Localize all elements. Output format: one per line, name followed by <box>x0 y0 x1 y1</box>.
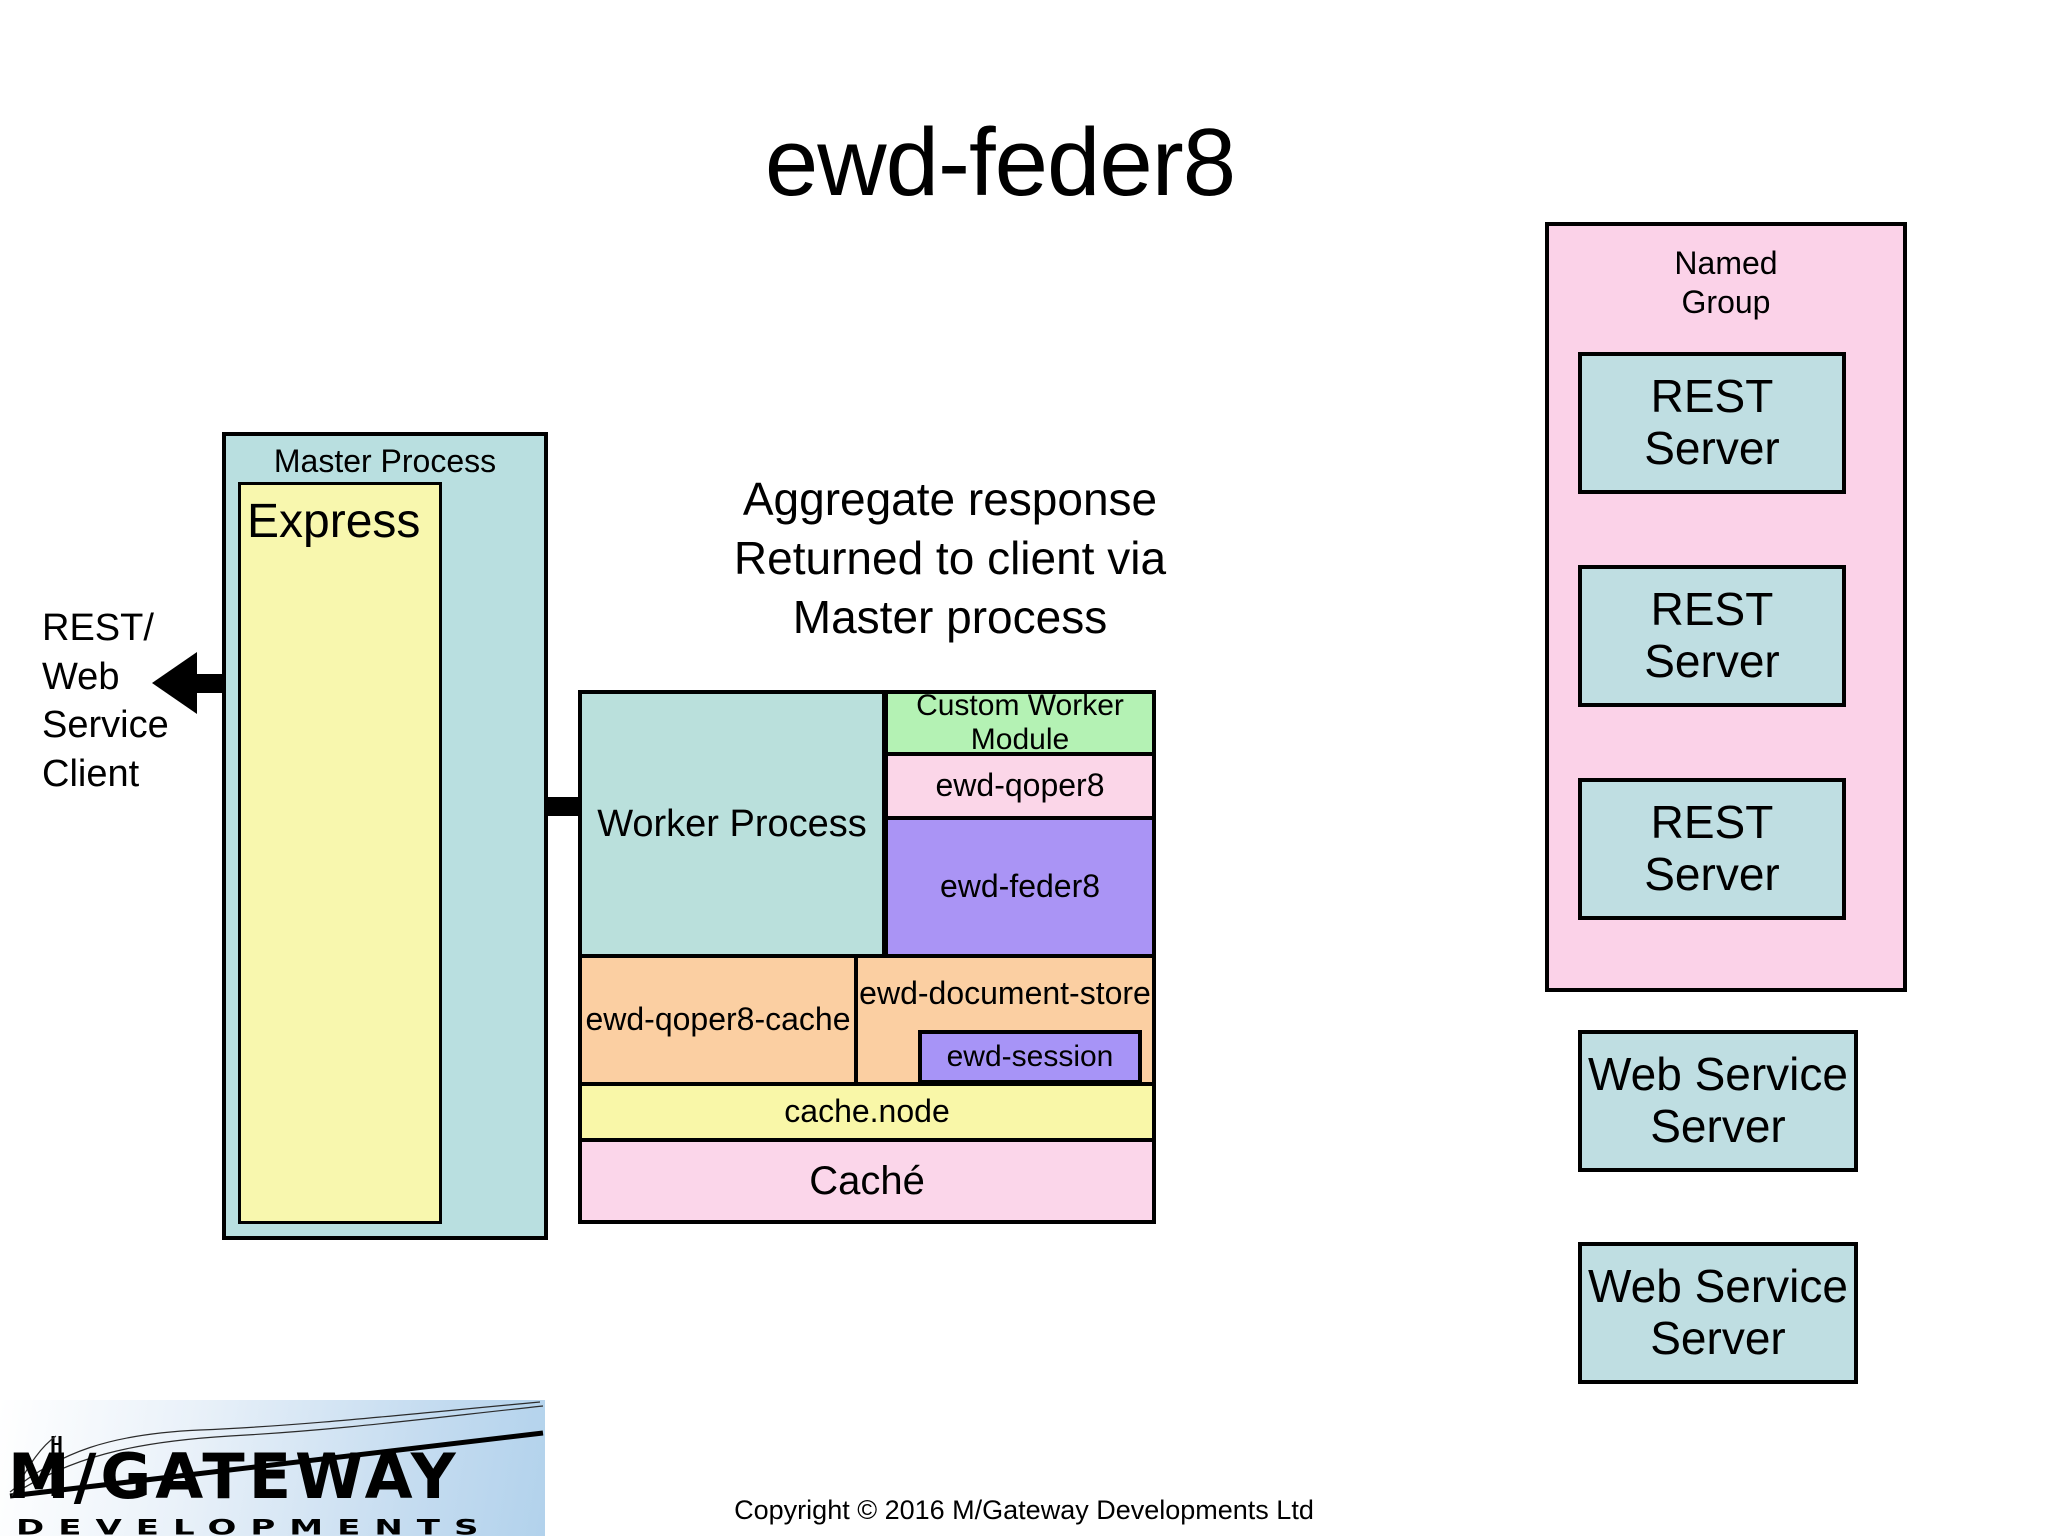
page-title: ewd-feder8 <box>764 109 1236 216</box>
logo-subtitle: DEVELOPMENTS <box>16 1515 493 1536</box>
rest-server-box: REST Server <box>1578 778 1846 920</box>
copyright-text: Copyright © 2016 M/Gateway Developments … <box>734 1495 1314 1525</box>
named-group-label: Named Group <box>1674 245 1778 321</box>
logo-background <box>0 1400 545 1536</box>
ewd-feder8-box: ewd-feder8 <box>884 816 1156 958</box>
master-process-label: Master Process <box>273 443 497 479</box>
express-label: Express <box>247 495 421 548</box>
express-box: Express <box>238 482 442 1224</box>
custom-worker-module-box: Custom Worker Module <box>884 689 1156 756</box>
mgateway-logo: M/GATEWAY DEVELOPMENTS <box>0 1400 545 1536</box>
worker-process-stack: Worker Process Custom Worker Module ewd-… <box>578 689 1156 1224</box>
ewd-session-box: ewd-session <box>918 1030 1142 1084</box>
cache-box: Caché <box>578 1138 1156 1224</box>
ewd-qoper8-cache-box: ewd-qoper8-cache <box>578 954 858 1086</box>
web-service-server-box: Web Service Server <box>1578 1030 1858 1172</box>
rest-web-service-client-label: REST/ Web Service Client <box>42 607 169 795</box>
cache-node-box: cache.node <box>578 1082 1156 1142</box>
rest-server-box: REST Server <box>1578 565 1846 707</box>
worker-process-box: Worker Process <box>578 690 886 958</box>
logo-wordmark: M/GATEWAY <box>8 1440 460 1513</box>
ewd-qoper8-box: ewd-qoper8 <box>884 752 1156 820</box>
response-arrow-to-client-head <box>152 652 197 714</box>
web-service-server-box: Web Service Server <box>1578 1242 1858 1384</box>
aggregate-response-caption: Aggregate response Returned to client vi… <box>733 473 1167 643</box>
rest-server-box: REST Server <box>1578 352 1846 494</box>
bridge-icon <box>9 1401 544 1499</box>
